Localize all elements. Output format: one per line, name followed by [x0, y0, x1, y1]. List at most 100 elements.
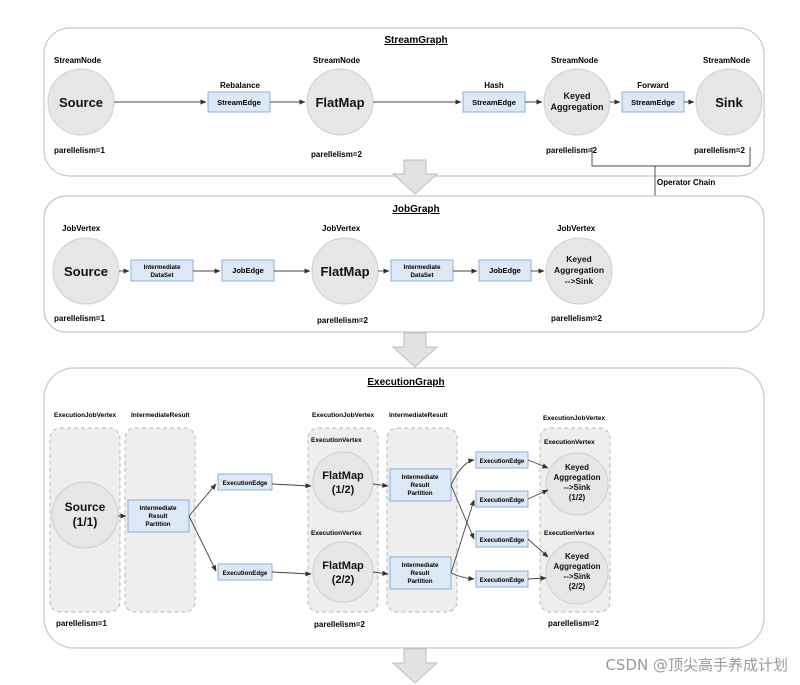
jg-dataset-2-label-2: DataSet [410, 272, 433, 279]
eg-partition-1-label-3: Partition [145, 521, 170, 528]
eg-edge-4-label: ExecutionEdge [480, 497, 525, 504]
jg-parallelism-flatmap: parellelism=2 [317, 316, 368, 325]
sg-parallelism-source: parellelism=1 [54, 146, 105, 155]
eg-keyed-1-label-2: Aggregation [553, 473, 600, 482]
eg-edge-5: ExecutionEdge [475, 530, 529, 548]
streamnode-label-flatmap: StreamNode [313, 56, 361, 65]
sg-stream-edge-3-label: StreamEdge [631, 98, 675, 107]
jobgraph-title: JobGraph [392, 204, 439, 215]
eg-keyed-1-label-4: (1/2) [569, 493, 586, 502]
streamnode-label-source: StreamNode [54, 56, 102, 65]
eg-arrow-11 [450, 572, 475, 582]
sg-parallelism-keyed: parellelism=2 [546, 146, 597, 155]
sg-keyed-node: Keyed Aggregation [543, 68, 611, 136]
eg-edge-3: ExecutionEdge [475, 451, 529, 469]
eg-arrow-10 [450, 499, 475, 574]
eg-keyed-1-label-1: Keyed [565, 463, 589, 472]
eg-arrow-8 [450, 458, 475, 486]
sg-source-node: Source [47, 68, 115, 136]
sg-stream-edge-1: StreamEdge [207, 91, 271, 113]
jg-parallelism-keyed: parellelism=2 [551, 314, 602, 323]
eg-edge-5-label: ExecutionEdge [480, 537, 525, 544]
jg-flatmap-node: FlatMap [311, 237, 379, 305]
eg-keyed-2-label-3: -->Sink [564, 572, 591, 581]
jg-keyed-label-3: -->Sink [565, 276, 594, 286]
watermark: CSDN @顶尖高手养成计划 [605, 656, 788, 674]
jg-flatmap-label: FlatMap [320, 264, 369, 279]
eg-edge-2: ExecutionEdge [217, 563, 273, 581]
eg-keyed-2-label-2: Aggregation [553, 562, 600, 571]
jobvertex-label-keyed: JobVertex [557, 224, 596, 233]
eg-partition-1-label-2: Result [149, 513, 168, 520]
sg-parallelism-flatmap: parellelism=2 [311, 150, 362, 159]
streamgraph-title: StreamGraph [384, 35, 447, 46]
sg-stream-edge-1-label: StreamEdge [217, 98, 261, 107]
eg-edge-6: ExecutionEdge [475, 570, 529, 588]
operator-chain-label: Operator Chain [657, 178, 715, 187]
eg-arrow-12 [527, 459, 549, 469]
eg-partition-2: Intermediate Result Partition [389, 468, 452, 502]
partitioner-rebalance-label: Rebalance [220, 81, 261, 90]
eg-edge-4: ExecutionEdge [475, 490, 529, 508]
eg-partition-2-label-3: Partition [407, 490, 432, 497]
eg-parallelism-flatmap: parellelism=2 [314, 620, 365, 629]
ejv-label-source: ExecutionJobVertex [54, 412, 117, 419]
jobvertex-label-flatmap: JobVertex [322, 224, 361, 233]
jg-dataset-2-label-1: Intermediate [404, 264, 441, 271]
jobvertex-label-source: JobVertex [62, 224, 101, 233]
ir-label-2: IntermediateResult [389, 412, 448, 419]
eg-edge-1-label: ExecutionEdge [223, 480, 268, 487]
eg-source-node: Source (1/1) [51, 481, 119, 549]
eg-keyed-2-label-1: Keyed [565, 552, 589, 561]
eg-arrow-9 [450, 484, 475, 540]
partitioner-forward-label: Forward [637, 81, 669, 90]
eg-flatmap-1-label-1: FlatMap [322, 470, 364, 482]
jg-keyed-label-1: Keyed [566, 254, 592, 264]
ev-label-flatmap-2: ExecutionVertex [311, 530, 362, 537]
eg-partition-1-label-1: Intermediate [140, 505, 177, 512]
eg-flatmap-2-label-1: FlatMap [322, 560, 364, 572]
eg-partition-3-label-1: Intermediate [402, 562, 439, 569]
eg-partition-2-label-1: Intermediate [402, 474, 439, 481]
eg-flatmap-1-label-2: (1/2) [332, 484, 355, 496]
streamgraph-panel: StreamGraph StreamNode StreamNode Stream… [43, 27, 765, 177]
eg-partition-2-label-2: Result [411, 482, 430, 489]
ejv-label-keyed: ExecutionJobVertex [543, 415, 606, 422]
eg-arrow-13 [527, 489, 549, 500]
eg-source-label-1: Source [65, 500, 106, 514]
partitioner-hash-label: Hash [484, 81, 504, 90]
eg-arrow-14 [527, 538, 549, 558]
eg-arrow-4 [271, 483, 312, 489]
ir-label-1: IntermediateResult [131, 412, 190, 419]
eg-keyed-2-label-4: (2/2) [569, 582, 586, 591]
eg-edge-6-label: ExecutionEdge [480, 577, 525, 584]
sg-stream-edge-3: StreamEdge [621, 91, 685, 113]
ev-label-keyed-1: ExecutionVertex [544, 439, 595, 446]
eg-source-label-2: (1/1) [73, 515, 98, 529]
eg-partition-3: Intermediate Result Partition [389, 556, 452, 590]
jg-parallelism-source: parellelism=1 [54, 314, 105, 323]
eg-arrow-2 [188, 483, 217, 517]
sg-sink-node: Sink [695, 68, 763, 136]
jg-keyed-label-2: Aggregation [554, 265, 604, 275]
jg-source-label: Source [64, 264, 108, 279]
eg-flatmap-2-node: FlatMap (2/2) [312, 541, 374, 603]
sg-stream-edge-2-label: StreamEdge [472, 98, 516, 107]
eg-arrow-5 [271, 571, 312, 577]
jg-source-node: Source [52, 237, 120, 305]
ev-label-flatmap-1: ExecutionVertex [311, 437, 362, 444]
sg-keyed-label-1: Keyed [563, 91, 590, 101]
eg-partition-3-label-3: Partition [407, 578, 432, 585]
jg-dataset-1-label-1: Intermediate [144, 264, 181, 271]
eg-arrow-7 [372, 570, 389, 576]
eg-edge-2-label: ExecutionEdge [223, 570, 268, 577]
sg-flatmap-label: FlatMap [315, 95, 364, 110]
sg-stream-edge-2: StreamEdge [462, 91, 526, 113]
operator-chain-bracket [591, 147, 751, 167]
eg-keyed-1-node: Keyed Aggregation -->Sink (1/2) [545, 452, 609, 516]
eg-partition-1: Intermediate Result Partition [127, 499, 190, 533]
eg-keyed-2-node: Keyed Aggregation -->Sink (2/2) [545, 541, 609, 605]
jg-jobedge-2: JobEdge [478, 259, 532, 282]
eg-arrow-3 [188, 515, 217, 572]
